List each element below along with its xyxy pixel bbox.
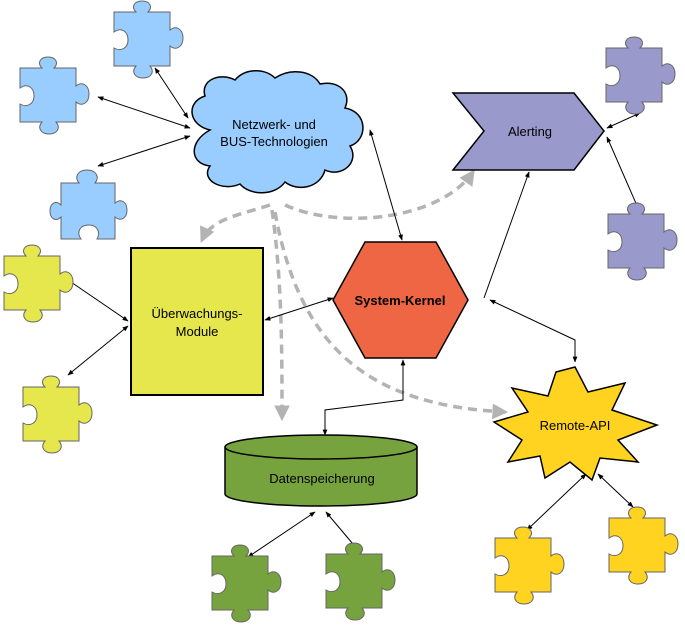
edge-kernel-remote [489,299,578,363]
alerting-shape [451,92,605,171]
puzzle-icon-green-2 [325,542,396,621]
edge-kernel-alerting [483,171,530,299]
puzzle-icon-yellow-2 [22,375,93,454]
edge-puzzle-alerting-1 [606,112,641,129]
puzzle-icon-purple-2 [607,202,678,281]
puzzle-icon-blue-1 [113,0,184,79]
monitoring-label-line1: Überwachungs- [151,306,242,321]
alerting-label: Alerting [508,124,552,139]
puzzle-icon-green-1 [211,544,282,623]
storage-top [224,434,418,460]
puzzle-icon-yellow-1 [3,244,74,323]
network-cloud[interactable]: Netzwerk- und BUS-Technologien [191,70,364,194]
edge-puzzle-storage-1 [247,511,316,558]
edge-puzzle-network-1 [154,67,189,119]
edge-network-monitoring [200,203,271,243]
alerting-node[interactable]: Alerting [451,92,605,171]
edge-puzzle-remote-1 [526,473,587,531]
monitoring-shape [130,247,264,396]
edge-puzzle-monitoring-2 [67,325,129,376]
network-label-line2: BUS-Technologien [220,134,328,149]
monitoring-node[interactable]: Überwachungs- Module [130,247,264,396]
edge-network-kernel [369,129,403,241]
edge-puzzle-network-2 [97,96,191,129]
edge-puzzle-monitoring-1 [67,279,129,322]
puzzle-icon-purple-1 [605,36,676,115]
solid-edges [67,67,641,558]
network-cloud-shape [191,70,364,194]
remote-label: Remote-API [540,418,611,433]
edge-network-alerting [284,169,475,220]
storage-label: Datenspeicherung [269,471,375,486]
puzzle-icon-blue-3 [49,169,128,240]
remote-node[interactable]: Remote-API [492,366,660,482]
storage-node[interactable]: Datenspeicherung [224,434,418,507]
edge-puzzle-network-3 [97,135,191,167]
edge-kernel-monitoring [264,297,334,321]
puzzle-icon-blue-2 [19,56,90,135]
puzzle-icon-gold-2 [608,506,679,585]
remote-shape [492,366,660,482]
kernel-node[interactable]: System-Kernel [332,241,469,359]
puzzle-icon-gold-1 [494,526,565,605]
kernel-shape [332,241,469,359]
storage-body [224,446,418,507]
edge-kernel-storage [322,359,406,436]
edge-network-storage [270,209,290,422]
edge-puzzle-alerting-2 [606,136,639,209]
network-label-line1: Netzwerk- und [232,117,316,132]
kernel-label: System-Kernel [354,293,445,308]
edge-puzzle-remote-2 [597,473,634,508]
monitoring-label-line2: Module [176,324,219,339]
